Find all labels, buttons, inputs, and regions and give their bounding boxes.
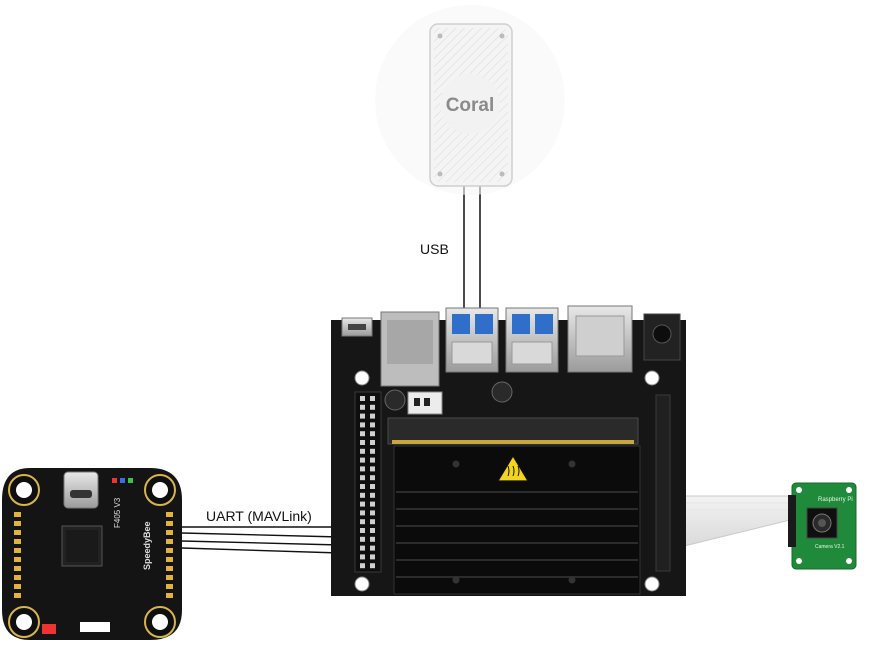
usb-connection-label: USB [420,241,449,257]
camera-brand-text: Raspberry Pi [818,497,853,503]
usb-cable [463,185,481,312]
jetson-nano-board [331,305,686,596]
usb-port-stack-1 [445,307,499,373]
raspberry-pi-camera: Raspberry Pi Camera V2.1 [788,482,857,570]
camera-model-text: Camera V2.1 [815,544,845,550]
uart-connection-label: UART (MAVLink) [206,508,312,524]
camera-ribbon-cable [675,495,791,549]
fc-brand-text: SpeedyBee [142,521,152,570]
heat-warning-icon [496,454,530,482]
flight-controller-board: F405 V3 SpeedyBee [2,468,182,640]
coral-usb-accelerator: Coral [375,5,565,195]
uart-wires [181,526,341,554]
coral-logo-text: Coral [446,95,495,116]
usb-port-stack-2 [505,307,559,373]
gpio-header [354,391,382,573]
fc-model-text: F405 V3 [113,497,122,528]
heatsink [393,445,641,595]
